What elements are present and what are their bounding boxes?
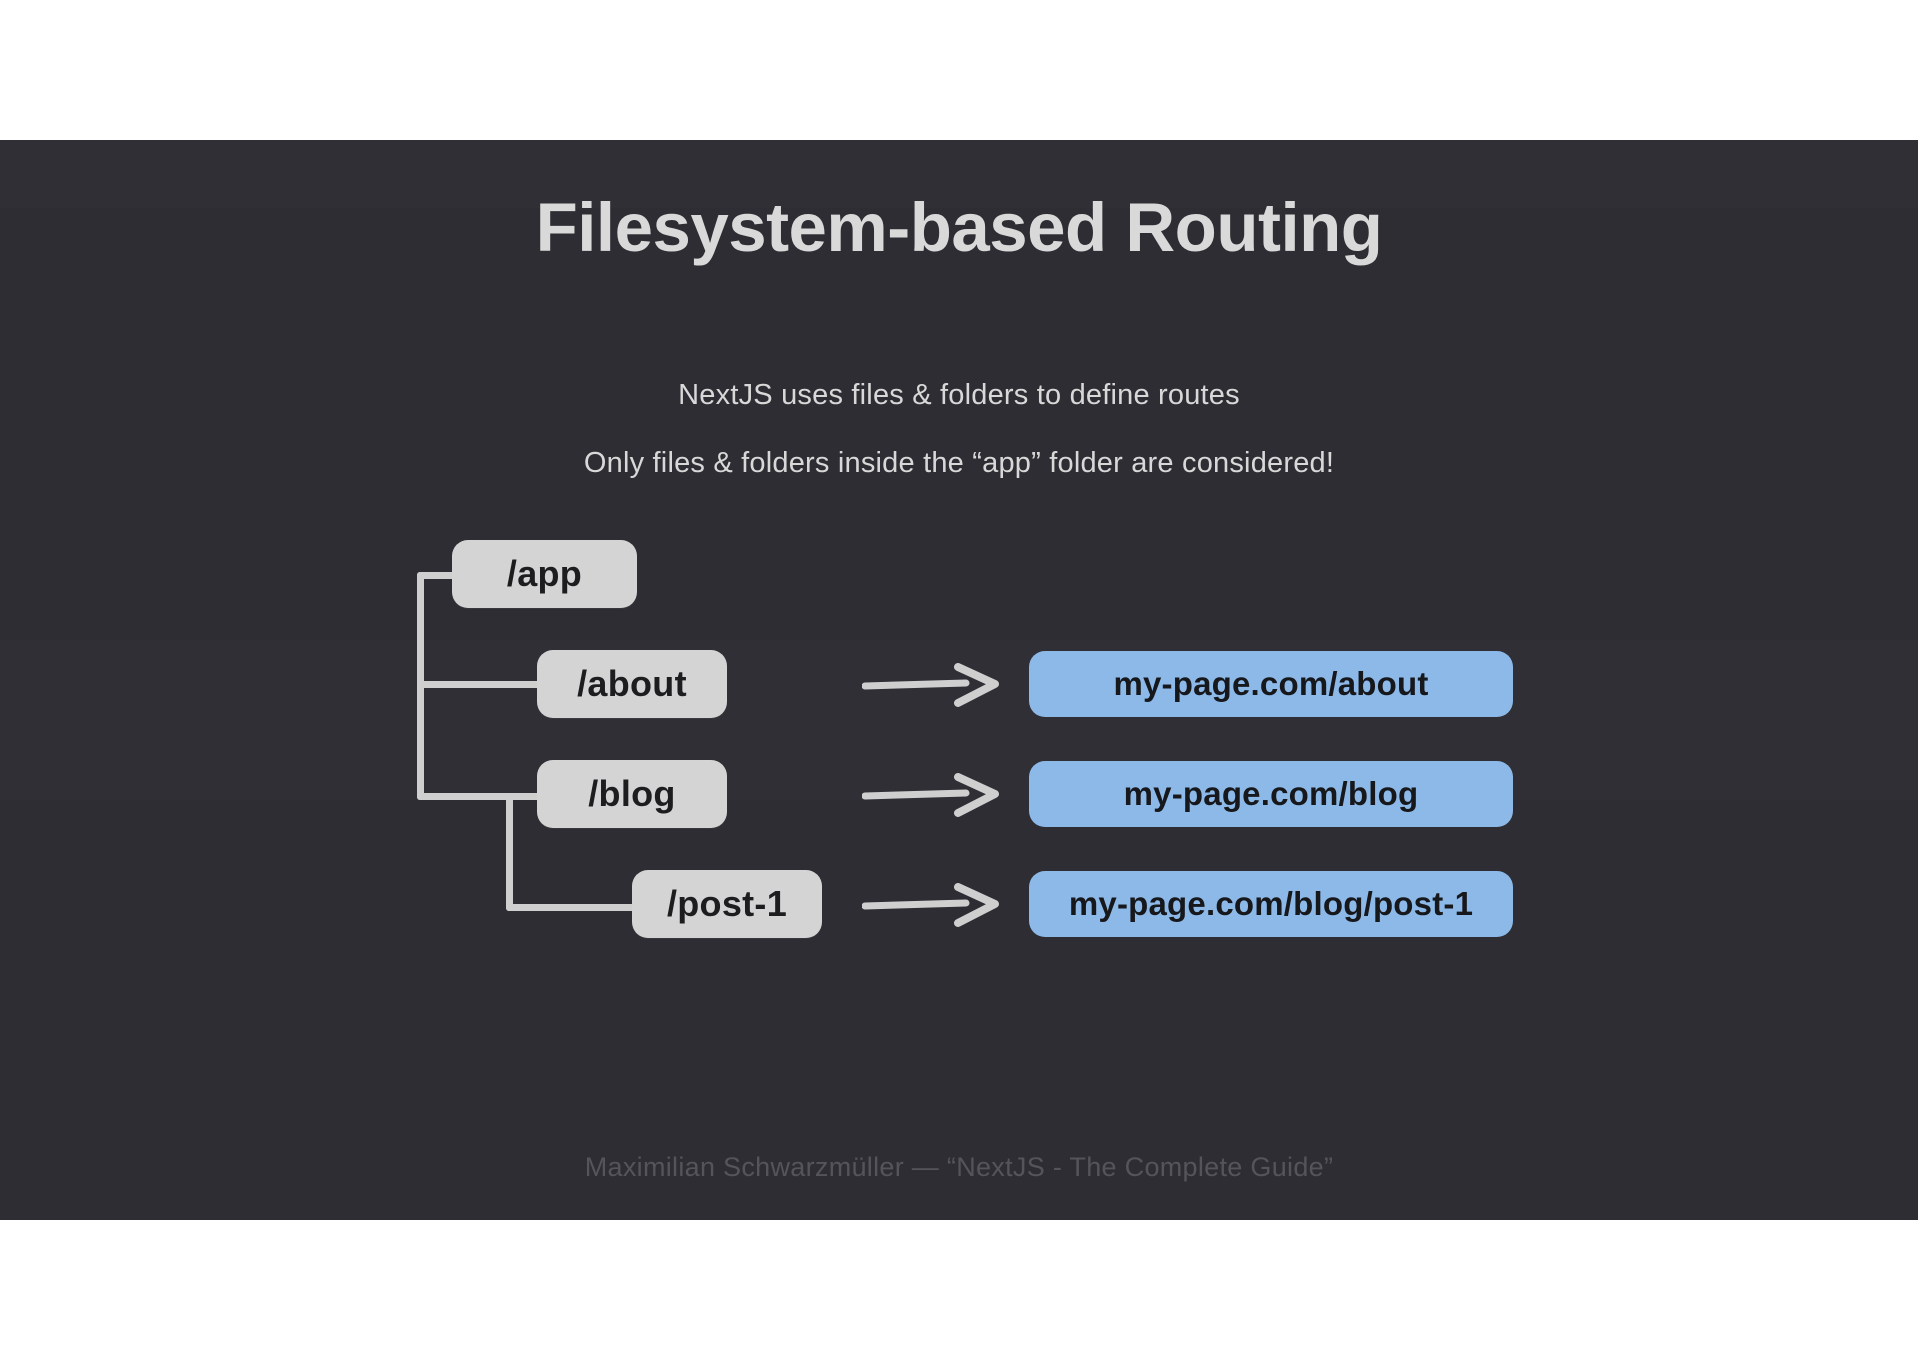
subtitle-line-2: Only files & folders inside the “app” fo… (583, 447, 1335, 479)
presentation-slide: Filesystem-based Routing NextJS uses fil… (0, 140, 1918, 1220)
url-chip-blog[interactable]: my-page.com/blog (1029, 761, 1513, 827)
routing-diagram: /app /about /blog /post-1 (0, 140, 1918, 1220)
url-chip-about[interactable]: my-page.com/about (1029, 651, 1513, 717)
arrow-right-icon (862, 773, 1002, 817)
folder-chip-app[interactable]: /app (452, 540, 637, 608)
connector-branch-about (417, 681, 545, 688)
connector-post1-vertical (506, 793, 513, 911)
connector-branch-post1 (506, 904, 639, 911)
arrow-right-icon (862, 883, 1002, 927)
connector-branch-blog (417, 793, 545, 800)
slide-footer: Maximilian Schwarzmüller — “NextJS - The… (584, 1152, 1334, 1182)
arrow-right-icon (862, 663, 1002, 707)
slide-title: Filesystem-based Routing (535, 189, 1383, 266)
folder-chip-blog[interactable]: /blog (537, 760, 727, 828)
subtitle-line-1: NextJS uses files & folders to define ro… (678, 379, 1240, 411)
url-chip-blog-post-1[interactable]: my-page.com/blog/post-1 (1029, 871, 1513, 937)
folder-chip-about[interactable]: /about (537, 650, 727, 718)
connector-app-stub (417, 572, 459, 579)
folder-chip-post-1[interactable]: /post-1 (632, 870, 822, 938)
